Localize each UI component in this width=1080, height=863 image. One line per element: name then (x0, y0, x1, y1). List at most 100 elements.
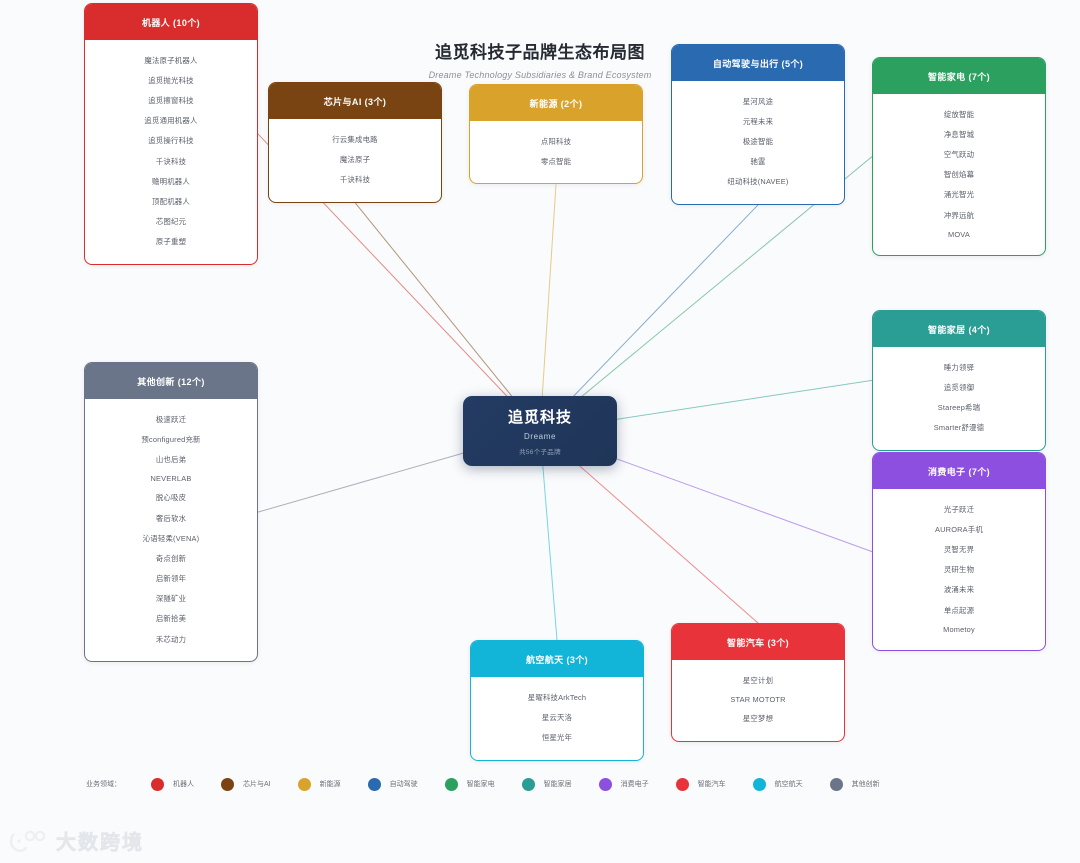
brand-item[interactable]: 净息智城 (943, 129, 975, 139)
legend-color-dot (221, 777, 234, 791)
legend-color-dot (598, 777, 612, 791)
brand-item[interactable]: 魔法原子机器人 (144, 55, 198, 65)
legend-item-label: 其他创新 (851, 781, 880, 788)
brand-item[interactable]: AURORA手机 (934, 524, 983, 534)
brand-item[interactable]: 山也后弟 (155, 454, 187, 464)
brand-item[interactable]: 星云天洛 (541, 712, 573, 722)
legend-color-dot (829, 777, 843, 791)
brand-item[interactable]: 单点起源 (943, 605, 975, 615)
center-node-title: 追觅科技 (507, 409, 572, 426)
brand-item[interactable]: 千诀科技 (339, 174, 371, 184)
brand-item[interactable]: 冲界远航 (943, 210, 975, 220)
brand-item[interactable]: 星河风途 (742, 96, 774, 106)
legend-color-dot (297, 777, 311, 791)
brand-item[interactable]: 顶配机器人 (152, 196, 190, 206)
brand-item[interactable]: 纽动科技(NAVEE) (727, 177, 789, 187)
legend-item[interactable]: 自动驾驶 (367, 777, 418, 791)
brand-item[interactable]: 赡明机器人 (152, 176, 190, 186)
brand-item[interactable]: 追觅领御 (943, 382, 975, 392)
legend-item-label: 新能源 (319, 781, 341, 788)
category-box-chip-ai[interactable]: 芯片与AI (3个)行云集成电路魔法原子千诀科技 (268, 82, 442, 203)
brand-item[interactable]: 沁语轻柔(VENA) (142, 533, 200, 543)
brand-item[interactable]: 零点智能 (540, 156, 572, 166)
brand-item[interactable]: 启新领年 (155, 574, 187, 584)
legend-item[interactable]: 智能汽车 (675, 777, 726, 791)
brand-item[interactable]: 灵智无界 (943, 544, 975, 554)
legend-item[interactable]: 消费电子 (598, 777, 649, 791)
category-box-new-energy[interactable]: 新能源 (2个) 点阳科技零点智能 (469, 84, 643, 185)
brand-item[interactable]: 原子重塑 (155, 237, 187, 247)
brand-item[interactable]: STAR MOTOTR (730, 694, 786, 704)
brand-item[interactable]: 追觅通用机器人 (144, 116, 198, 126)
legend-item-label: 自动驾驶 (389, 781, 418, 788)
brand-item[interactable]: 灵研生物 (943, 565, 975, 575)
legend-item[interactable]: 芯片与AI (221, 777, 271, 791)
brand-item[interactable]: Stareep希瑞 (937, 402, 981, 412)
legend-item[interactable]: 智能家居 (521, 777, 572, 791)
legend-item-label: 芯片与AI (243, 781, 271, 788)
brand-item[interactable]: Smarter舒漫德 (933, 423, 985, 433)
brand-item[interactable]: 空气跃动 (943, 149, 975, 159)
brand-item[interactable]: Mometoy (943, 624, 975, 634)
legend-item[interactable]: 新能源 (297, 777, 341, 791)
brand-item[interactable]: 极途智能 (742, 136, 774, 146)
category-header-new-energy: 新能源 (2个) (470, 85, 642, 121)
brand-item[interactable]: 追觅操行科技 (148, 136, 194, 146)
legend-item[interactable]: 机器人 (151, 777, 194, 791)
brand-item[interactable]: 追觅擦窗科技 (148, 95, 194, 105)
legend-item[interactable]: 智能家电 (444, 777, 495, 791)
legend-item[interactable]: 其他创新 (829, 777, 880, 791)
brand-item[interactable]: NEVERLAB (150, 474, 192, 484)
brand-item[interactable]: 驰霆 (750, 157, 766, 167)
center-node-count: 共56个子品牌 (519, 449, 561, 456)
brand-item[interactable]: 禾芯动力 (155, 634, 187, 644)
brand-item[interactable]: 行云集成电路 (332, 134, 378, 144)
category-box-other[interactable]: 其他创新 (12个) 极速跃迁预configured充新山也后弟 NEVERLAB 脱… (84, 362, 258, 663)
legend: 业务领域： 机器人 芯片与AI 新能源 自动驾驶 智能家电 智能家居 消费电子 智能汽车 航空航… (0, 766, 1080, 802)
legend-item-label: 航空航天 (774, 781, 803, 788)
brand-item[interactable]: 绽放智能 (943, 109, 975, 119)
legend-label: 业务领域： (86, 781, 121, 788)
brand-item[interactable]: 波涌未来 (943, 585, 975, 595)
legend-items: 机器人 芯片与AI 新能源 自动驾驶 智能家电 智能家居 消费电子 智能汽车 航空航天 其他创新 (151, 777, 1080, 791)
center-node-dreame[interactable]: 追觅科技 Dreame 共56个子品牌 (463, 396, 617, 466)
legend-color-dot (444, 777, 458, 791)
brand-item[interactable]: 睡力领驿 (943, 362, 975, 372)
legend-item[interactable]: 航空航天 (752, 777, 803, 791)
brand-item[interactable]: 星空计划 (742, 675, 774, 685)
brand-item[interactable]: 脱心吸皮 (155, 493, 187, 503)
connector-autonomous (539, 204, 759, 432)
brand-item[interactable]: 星空梦想 (742, 713, 774, 723)
brand-item[interactable]: 极速跃迁 (155, 414, 187, 424)
brand-item[interactable]: 启新拾美 (155, 614, 187, 624)
brand-item[interactable]: MOVA (947, 229, 970, 239)
brand-item[interactable]: 智创焰幕 (943, 170, 975, 180)
category-header-autonomous: 自动驾驶与出行 (5个) (672, 45, 844, 81)
brand-item[interactable]: 深隧矿业 (155, 594, 187, 604)
brand-item[interactable]: 预configured充新 (141, 434, 201, 444)
brand-item[interactable]: 元程未来 (742, 116, 774, 126)
brand-item[interactable]: 星曜科技ArkTech (527, 692, 587, 702)
brand-item[interactable]: 恒星光年 (541, 732, 573, 742)
category-header-other: 其他创新 (12个) (85, 363, 257, 399)
brand-item[interactable]: 点阳科技 (540, 136, 572, 146)
brand-item[interactable]: 奢后软水 (155, 513, 187, 523)
category-items-autonomous: 星河风途元程未来极途智能驰霆纽动科技(NAVEE) (672, 81, 844, 204)
brand-item[interactable]: 光子跃迁 (943, 504, 975, 514)
brand-item[interactable]: 追觅抛光科技 (148, 75, 194, 85)
brand-item[interactable]: 千诀科技 (155, 156, 187, 166)
brand-item[interactable]: 芯图纪元 (155, 217, 187, 227)
brand-item[interactable]: 涌光智光 (943, 190, 975, 200)
category-box-autonomous[interactable]: 自动驾驶与出行 (5个)星河风途元程未来极途智能驰霆纽动科技(NAVEE) (671, 44, 845, 205)
category-items-robots: 魔法原子机器人追觅抛光科技追觅擦窗科技追觅通用机器人追觅操行科技千诀科技赡明机器… (85, 40, 257, 264)
category-box-robots[interactable]: 机器人 (10个)魔法原子机器人追觅抛光科技追觅擦窗科技追觅通用机器人追觅操行科… (84, 3, 258, 265)
legend-item-label: 智能家电 (466, 781, 495, 788)
brand-item[interactable]: 奇点创新 (155, 553, 187, 563)
brand-item[interactable]: 魔法原子 (339, 154, 371, 164)
